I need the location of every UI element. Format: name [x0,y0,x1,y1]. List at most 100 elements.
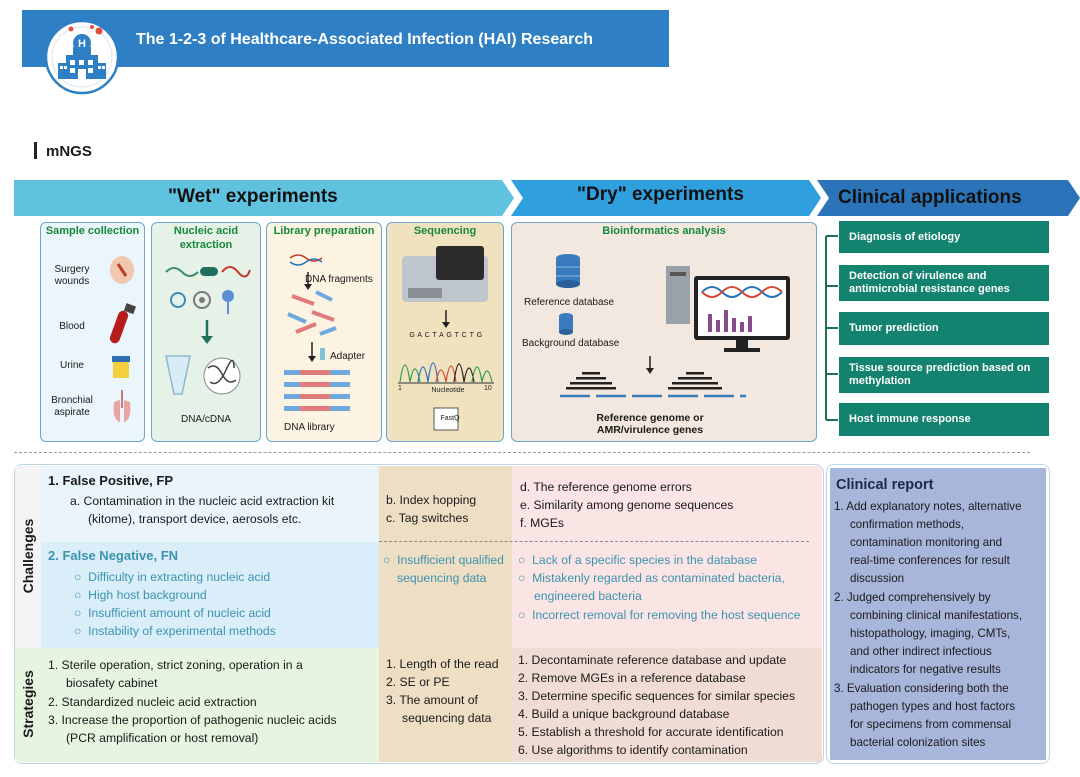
seq-down-arrow-icon [442,310,450,328]
fn-wet-cell [41,542,379,648]
axis-left-label: 1 [398,385,402,392]
clinical-bracket [825,235,838,421]
clinical-app-tissue: Tissue source prediction based on methyl… [839,357,1049,393]
fastq-label: FastQ [440,415,460,422]
clinical-app-immune: Host immune response [839,403,1049,436]
sequencer-machine-icon [402,246,488,302]
section-label: mNGS [46,143,92,160]
fn-item-4: ○ Instability of experimental methods [74,624,276,638]
strategy-seq-1: 1. Length of the read [386,657,499,671]
dry-experiments-label: "Dry" experiments [577,184,744,205]
reference-genome-label-line1: Reference genome or [596,412,704,424]
strategy-wet-3: 3. Increase the proportion of pathogenic… [48,713,337,727]
fp-tag-switches: c. Tag switches [386,511,469,525]
fn-dry-item-2: ○ Mistakenly regarded as contaminated ba… [518,571,785,585]
down-arrow-icon [201,320,213,344]
challenges-label: Challenges [20,518,36,594]
reference-database-label: Reference database [524,297,615,308]
clinical-report-frame [826,464,1050,764]
extraction-title-line1: Nucleic acid [173,225,239,237]
urine-cup-icon [112,356,130,378]
axis-right-label: 10 [484,385,492,392]
fn-dry-item-3: ○ Incorrect removal for removing the hos… [518,608,801,622]
report-line-10: indicators for negative results [850,663,1001,676]
svg-text:H: H [78,38,86,50]
report-line-13: for specimens from commensal [850,718,1012,731]
extraction-illustration [165,266,251,395]
strategy-dry-1: 1. Decontaminate reference database and … [518,653,787,667]
clinical-app-diagnosis: Diagnosis of etiology [839,221,1049,253]
bioinformatics-illustration [556,254,790,398]
report-line-5: discussion [850,572,905,585]
clinical-app-tumor: Tumor prediction [839,312,1049,345]
challenges-label-cell [15,466,41,648]
report-line-2: confirmation methods, [850,518,965,531]
sample-icons [109,256,137,422]
challenge-dry-cell [512,466,822,648]
fp-index-hopping: b. Index hopping [386,493,477,507]
sequencing-title: Sequencing [413,225,477,237]
bronchial-aspirate-label: Bronchial aspirate [51,395,93,418]
report-line-11: 3. Evaluation considering both the [834,682,1009,695]
wet-arrow [14,180,514,216]
monitor-icon [694,276,790,352]
dna-fragments-label: DNA fragments [305,274,373,285]
fn-dry-item-1: ○ Lack of a specific species in the data… [518,553,758,567]
fn-item-3: ○ Insufficient amount of nucleic acid [74,606,271,620]
dna-library-caption: DNA library [284,422,335,433]
lower-frame [14,464,824,764]
clinical-arrow [817,180,1080,216]
report-line-3: contamination monitoring and [850,536,1003,549]
workflow-arrows [14,180,1080,216]
library-illustration [284,254,350,411]
fp-title: 1. False Positive, FP [48,473,173,488]
strategy-wet-cell [41,648,379,762]
clinical-applications-label: Clinical applications [838,187,1022,208]
report-line-4: real-time conferences for result [850,554,1010,567]
sample-collection-title: Sample collection [45,225,140,237]
library-prep-title: Library preparation [273,225,375,237]
section-divider [14,452,1030,453]
fp-item-a-line1: a. Contamination in the nucleic acid ext… [70,494,335,508]
library-strips-icon [284,370,350,411]
adapter-label: Adapter [330,351,366,362]
clinical-app-virulence: Detection of virulence and antimicrobial… [839,265,1049,301]
strategy-dry-3: 3. Determine specific sequences for simi… [518,689,796,703]
page-title: The 1-2-3 of Healthcare-Associated Infec… [136,31,594,48]
microbe-icons [165,266,251,314]
fn-title: 2. False Negative, FN [48,548,179,563]
dna-strand-icon [289,254,323,266]
report-line-6: 2. Judged comprehensively by [834,591,991,604]
sequencing-illustration [398,246,494,431]
report-line-8: histopathology, imaging, CMTs, [850,627,1011,640]
bioinformatics-title: Bioinformatics analysis [602,225,726,237]
report-line-1: 1. Add explanatory notes, alternative [834,500,1022,513]
fastq-file-icon [433,407,459,431]
computer-tower-icon [666,266,690,324]
fp-item-a-line2: (kitome), transport device, aerosols etc… [88,512,302,526]
strategy-seq-3-cont: sequencing data [402,711,492,725]
reference-genome-label-line2: AMR/virulence genes [596,424,704,436]
surgery-wounds-label: Surgery wounds [54,264,90,287]
fp-wet-cell [41,466,379,542]
tube-dna-icon [165,355,241,395]
chromatogram-icon [398,362,494,384]
wet-experiments-label: "Wet" experiments [168,186,338,207]
strategy-dry-cell [512,648,822,762]
strategy-dry-5: 5. Establish a threshold for accurate id… [518,725,784,739]
hospital-logo-icon: H [44,19,120,95]
strategies-label: Strategies [20,670,36,738]
challenge-seq-cell [379,466,512,648]
fn-seq-line2: sequencing data [397,571,487,585]
strategy-dry-4: 4. Build a unique background database [518,707,730,721]
strategy-wet-1-cont: biosafety cabinet [66,676,158,690]
adapter-arrow-icon [308,342,325,362]
dry-arrow [511,180,821,216]
fragment-arrow-icon [304,272,312,290]
report-line-9: and other indirect infectious [850,645,992,658]
strategy-wet-2: 2. Standardized nucleic acid extraction [48,695,257,709]
nucleotide-axis-label: Nucleotide [431,387,465,394]
strategy-wet-3-cont: (PCR amplification or host removal) [66,731,259,745]
fn-dry-item-2-cont: engineered bacteria [534,589,642,603]
report-line-7: combining clinical manifestations, [850,609,1023,622]
